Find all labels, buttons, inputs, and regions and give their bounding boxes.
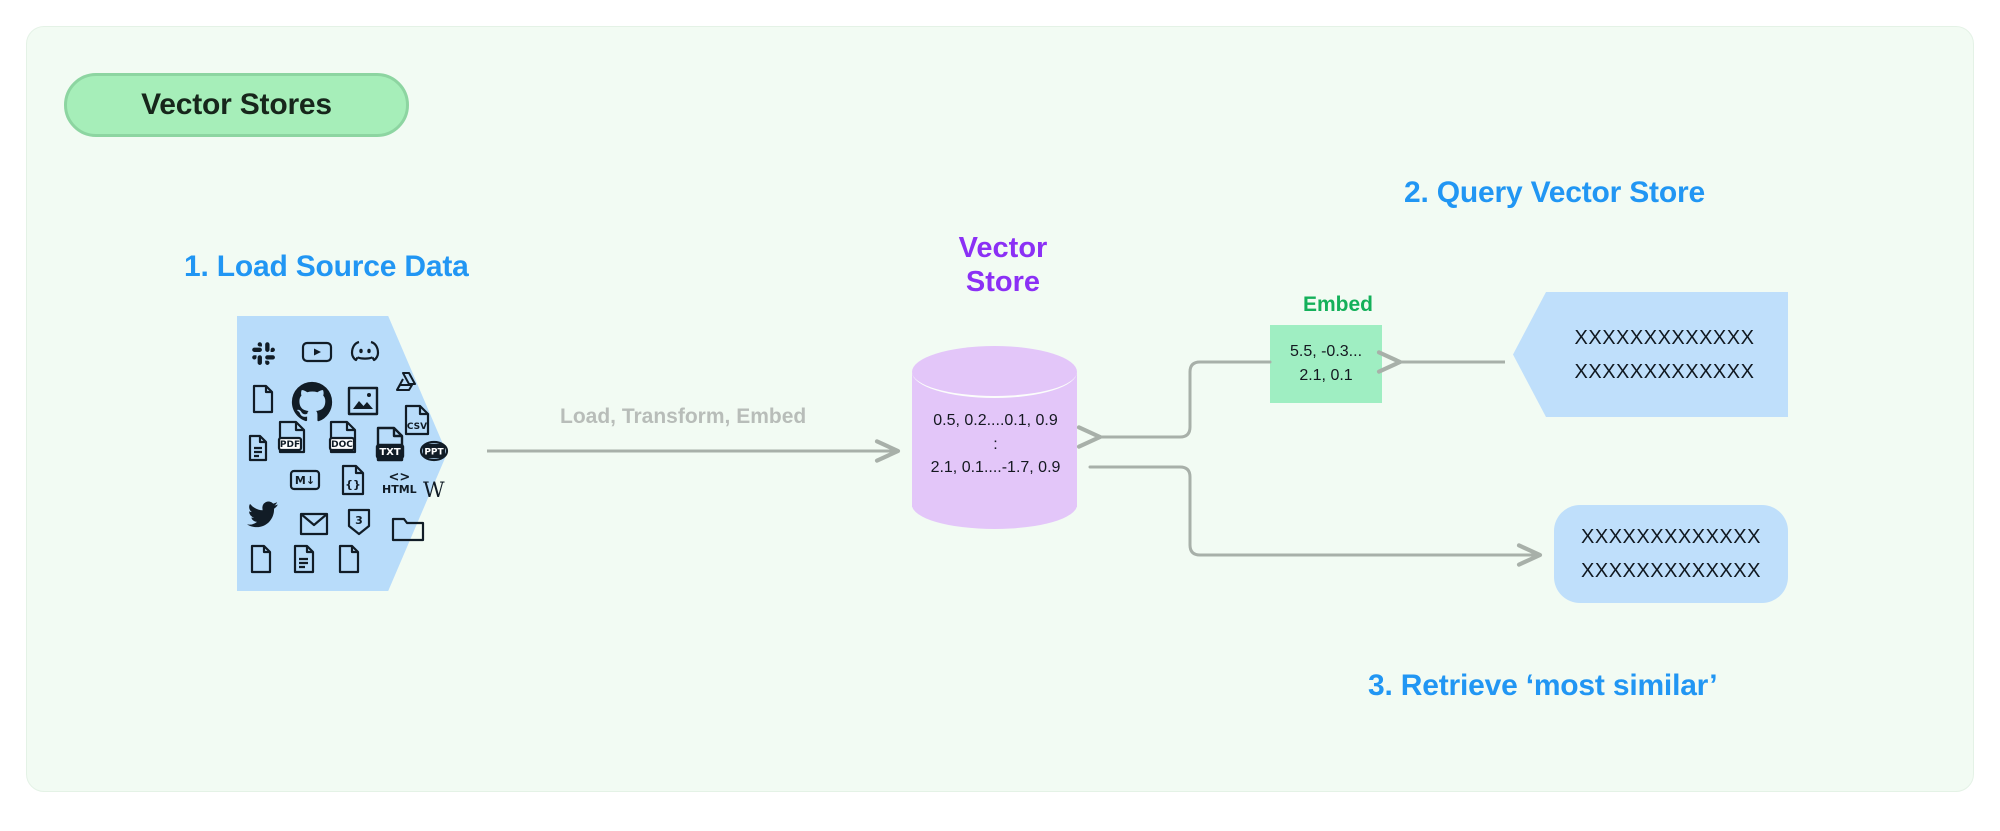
- discord-icon: [350, 340, 380, 362]
- email-icon: [299, 512, 329, 536]
- svg-text:PPT: PPT: [424, 448, 444, 458]
- twitter-icon: [247, 501, 278, 528]
- svg-text:TXT: TXT: [379, 447, 401, 458]
- slack-icon: [252, 342, 275, 365]
- query-line-2: XXXXXXXXXXXXX: [1574, 360, 1755, 383]
- step-2-heading: 2. Query Vector Store: [1404, 176, 1705, 209]
- markdown-icon: M↓: [289, 469, 321, 491]
- txt-file-icon: TXT: [375, 426, 405, 462]
- google-drive-icon: [396, 372, 416, 391]
- vector-row-1: 0.5, 0.2....0.1, 0.9: [933, 412, 1058, 429]
- retrieve-line-2: XXXXXXXXXXXXX: [1581, 560, 1761, 582]
- vector-store-cylinder-top: [912, 346, 1077, 398]
- wikipedia-icon: W: [423, 478, 445, 502]
- query-line-1: XXXXXXXXXXXXX: [1574, 326, 1755, 349]
- embed-box: 5.5, -0.3... 2.1, 0.1: [1270, 325, 1382, 403]
- retrieve-result-shape: [1554, 505, 1788, 603]
- json-file-icon: {}: [341, 464, 365, 496]
- svg-text:{}: {}: [345, 478, 361, 491]
- vector-row-2: 2.1, 0.1....-1.7, 0.9: [930, 459, 1061, 477]
- plain-file-icon: [338, 544, 360, 574]
- vector-store-title: Vector Store: [928, 232, 1078, 300]
- folder-icon: [391, 517, 425, 542]
- svg-text:M↓: M↓: [295, 474, 315, 487]
- blank-file-icon: [250, 544, 272, 574]
- vector-store-title-line2: Store: [965, 265, 1041, 298]
- svg-text:3: 3: [355, 514, 363, 527]
- pdf-file-icon: PDF: [277, 420, 306, 454]
- github-icon: [291, 381, 333, 422]
- vector-store-cylinder-bottom: [912, 481, 1077, 529]
- source-data-icon-grid: CSV PDF DOC TXT PPT M↓ {} <>HTML W 3: [237, 316, 449, 591]
- file-icon: [252, 384, 274, 414]
- text-lines-file-icon: [248, 434, 268, 462]
- svg-text:DOC: DOC: [331, 440, 353, 450]
- embed-row-2: 2.1, 0.1: [1299, 367, 1353, 384]
- load-transform-embed-label: Load, Transform, Embed: [560, 405, 807, 428]
- ppt-file-icon: PPT: [419, 440, 449, 462]
- step-3-heading: 3. Retrieve ‘most similar’: [1368, 669, 1718, 702]
- svg-text:CSV: CSV: [407, 422, 427, 432]
- vector-store-values: 0.5, 0.2....0.1, 0.9 : 2.1, 0.1....-1.7,…: [908, 409, 1083, 480]
- document-file-icon: [293, 544, 315, 574]
- query-input-text: XXXXXXXXXXXXX XXXXXXXXXXXXX: [1513, 292, 1788, 417]
- step-1-heading: 1. Load Source Data: [184, 250, 469, 283]
- youtube-icon: [301, 341, 333, 363]
- csv-file-icon: CSV: [404, 404, 430, 436]
- embed-row-1: 5.5, -0.3...: [1289, 343, 1363, 360]
- vector-stores-badge-label: Vector Stores: [141, 88, 332, 121]
- retrieve-line-1: XXXXXXXXXXXXX: [1581, 526, 1761, 548]
- query-input-shape: [1513, 292, 1788, 417]
- svg-text:PDF: PDF: [280, 440, 300, 450]
- vector-row-separator: :: [993, 435, 998, 453]
- html-icon: <>HTML: [382, 470, 417, 496]
- image-icon: [347, 386, 379, 416]
- vector-store-title-line1: Vector: [958, 232, 1048, 264]
- css3-icon: 3: [347, 508, 371, 536]
- doc-file-icon: DOC: [328, 420, 357, 454]
- vector-stores-badge[interactable]: Vector Stores: [64, 73, 409, 137]
- embed-title: Embed: [1302, 293, 1373, 316]
- retrieve-result-text: XXXXXXXXXXXXX XXXXXXXXXXXXX: [1554, 505, 1788, 603]
